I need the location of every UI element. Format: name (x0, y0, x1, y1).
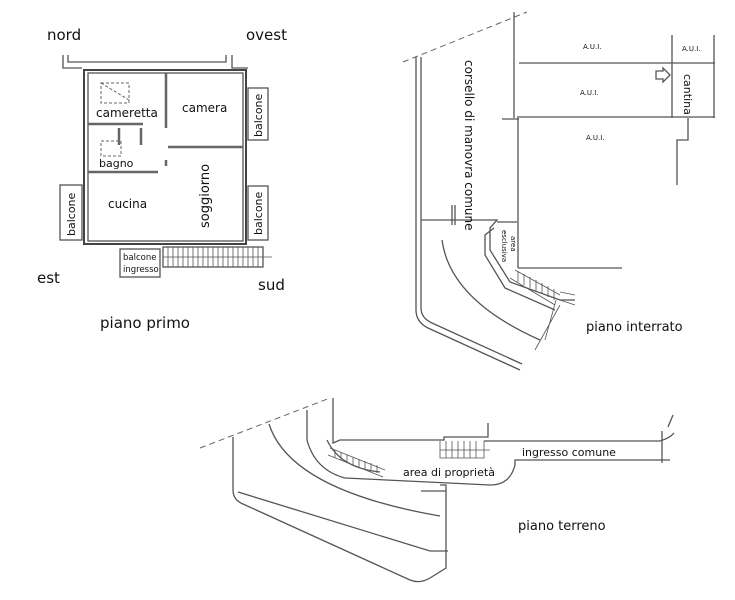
label-ingresso-comune: ingresso comune (522, 446, 616, 459)
compass-ovest: ovest (246, 26, 287, 44)
title-piano-primo: piano primo (100, 314, 190, 332)
label-corsello: corsello di manovra comune (462, 60, 476, 231)
room-balcone-ingresso-line1: balcone (123, 253, 156, 263)
label-area-line2: esclusiva (500, 230, 508, 262)
room-balcone-right-top: balcone (252, 93, 265, 137)
compass-est: est (37, 269, 60, 287)
room-balcone-ingresso-line2: ingresso (123, 265, 159, 275)
label-area-proprieta: area di proprietà (403, 466, 495, 479)
arrow-icon (655, 66, 671, 84)
label-aui-4: A.U.I. (586, 134, 605, 142)
label-aui-3: A.U.I. (580, 89, 599, 97)
plan-piano-interrato (402, 11, 715, 371)
label-area-line1: area (509, 236, 517, 252)
stairs-primo (162, 246, 272, 268)
room-camera: camera (182, 101, 227, 115)
plan-piano-primo (59, 55, 272, 278)
compass-sud: sud (258, 276, 285, 294)
compass-nord: nord (47, 26, 81, 44)
room-cucina: cucina (108, 197, 147, 211)
title-piano-interrato: piano interrato (586, 320, 683, 335)
label-cantina: cantina (681, 74, 694, 115)
room-soggiorno: soggiorno (198, 164, 213, 228)
room-balcone-right-bottom: balcone (252, 191, 265, 235)
room-bagno: bagno (99, 157, 134, 170)
room-balcone-left: balcone (65, 192, 78, 236)
plan-piano-terreno (199, 397, 675, 583)
label-aui-1: A.U.I. (583, 43, 602, 51)
stairs-terreno (327, 441, 490, 478)
label-aui-2: A.U.I. (682, 45, 701, 53)
room-cameretta: cameretta (96, 106, 158, 120)
title-piano-terreno: piano terreno (518, 519, 606, 534)
stairs-interrato (509, 269, 576, 351)
